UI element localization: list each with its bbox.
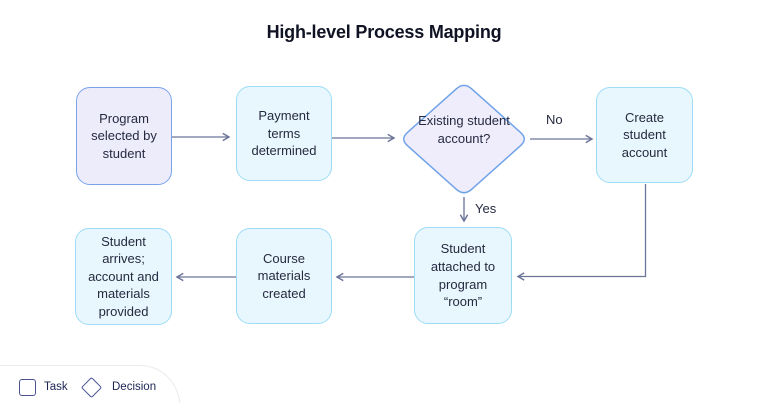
edge-label-no: No — [546, 112, 563, 127]
node-student-attached-label: Student attached to program “room” — [430, 241, 496, 310]
node-student-arrives: Student arrives; account and materials p… — [75, 228, 172, 325]
node-student-arrives-label: Student arrives; account and materials p… — [88, 233, 159, 319]
edge-create-to-attached — [516, 184, 647, 281]
legend-decision-label: Decision — [112, 381, 157, 393]
node-payment-terms: Payment terms determined — [236, 86, 332, 181]
legend-task-label: Task — [44, 381, 68, 393]
node-create-account-label: Create student account — [621, 109, 668, 160]
node-program-selected-label: Program selected by student — [91, 110, 157, 161]
node-course-materials: Course materials created — [236, 228, 332, 324]
node-payment-terms-label: Payment terms determined — [251, 108, 317, 159]
node-student-attached: Student attached to program “room” — [414, 227, 512, 324]
node-program-selected: Program selected by student — [76, 87, 172, 185]
task-shape-icon — [19, 379, 36, 396]
node-existing-account-shape — [403, 84, 525, 194]
node-create-account: Create student account — [596, 87, 693, 183]
edge-label-yes: Yes — [475, 201, 497, 216]
node-existing-account-label: Existing student account? — [418, 113, 510, 146]
node-course-materials-label: Course materials created — [257, 250, 311, 301]
page-title: High-level Process Mapping — [266, 22, 502, 42]
